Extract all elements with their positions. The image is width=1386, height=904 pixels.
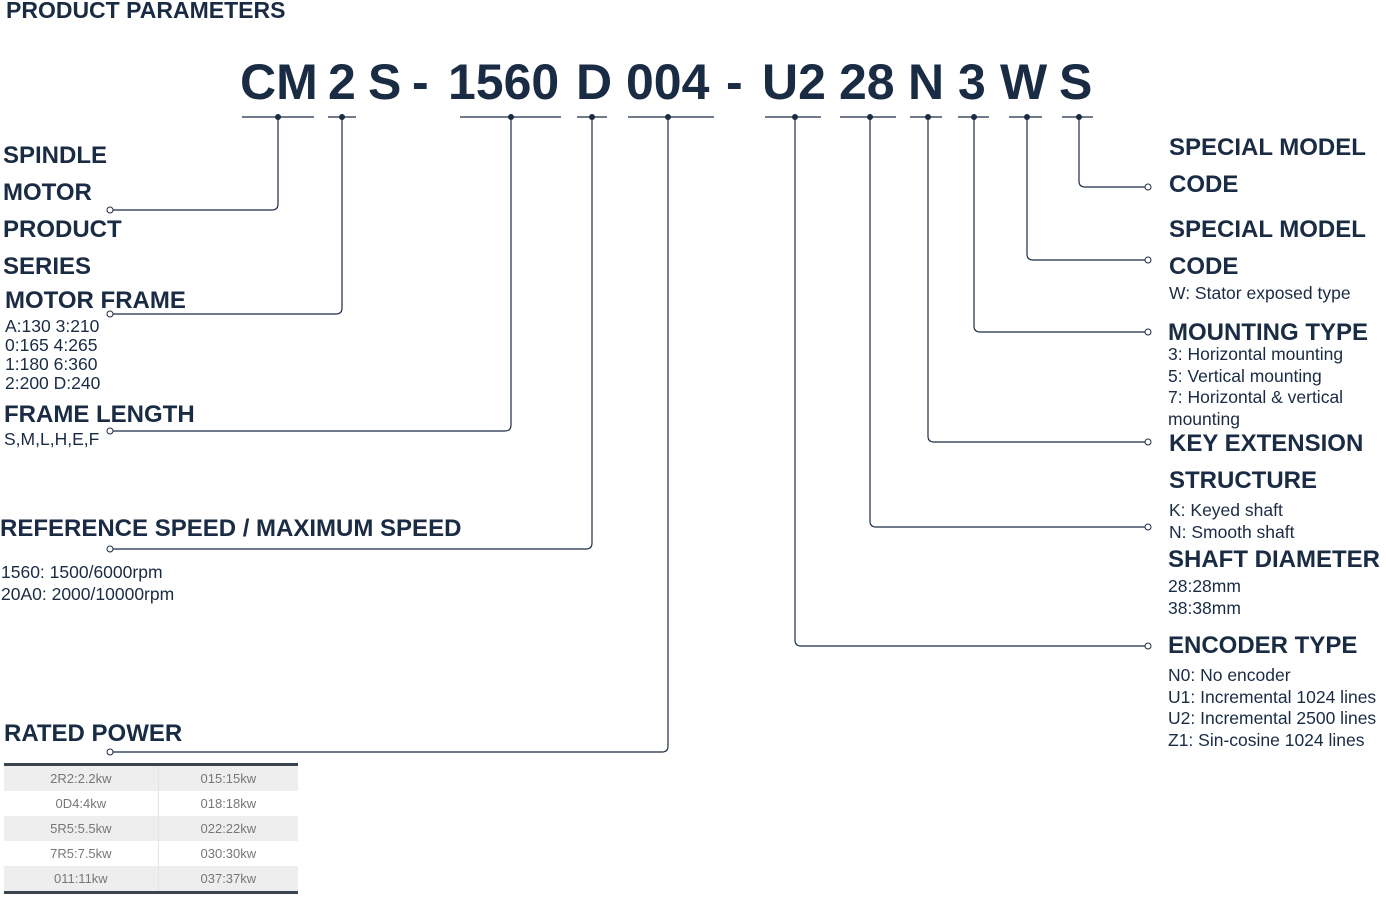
special-model-code-line: CODE — [1169, 171, 1239, 198]
speed-line: 20A0: 2000/10000rpm — [1, 584, 175, 604]
shaft-diameter-line: 28:28mm — [1168, 576, 1241, 596]
code-key: N — [908, 54, 945, 110]
encoder-type-label: ENCODER TYPE N0: No encoder U1: Incremen… — [1168, 627, 1376, 751]
code-dash-1: - — [412, 54, 429, 110]
mounting-type-line: mounting — [1168, 408, 1240, 429]
spindle-line: MOTOR — [3, 179, 92, 206]
stator-code-label: SPECIAL MODEL CODE W: Stator exposed typ… — [1169, 211, 1366, 305]
encoder-type-line: N0: No encoder — [1168, 665, 1291, 685]
key-extension-desc: K: Keyed shaft — [1169, 500, 1283, 520]
encoder-type-heading: ENCODER TYPE — [1168, 632, 1358, 659]
key-extension-line: STRUCTURE — [1169, 467, 1317, 494]
mounting-type-heading: MOUNTING TYPE — [1168, 319, 1369, 346]
motor-frame-values: A:130 3:210 0:165 4:265 1:180 6:360 2:20… — [5, 317, 186, 393]
encoder-type-line: U2: Incremental 2500 lines — [1168, 708, 1377, 728]
table-row: 5R5:5.5kw 022:22kw — [4, 816, 298, 841]
code-dash-2: - — [726, 54, 743, 110]
code-mount: 3 — [958, 54, 986, 110]
table-cell: 5R5:5.5kw — [4, 816, 159, 841]
rated-power-table: 2R2:2.2kw 015:15kw 0D4:4kw 018:18kw 5R5:… — [4, 763, 298, 894]
code-stator: W — [1000, 54, 1048, 110]
motor-frame-line: 2:200 D:240 — [5, 373, 101, 393]
shaft-diameter-line: 38:38mm — [1168, 598, 1241, 618]
code-diameter: 28 — [839, 54, 895, 110]
motor-frame-line: A:130 3:210 — [5, 316, 100, 336]
mounting-type-label: MOUNTING TYPE 3: Horizontal mounting 5: … — [1168, 314, 1368, 430]
table-row: 2R2:2.2kw 015:15kw — [4, 764, 298, 791]
key-extension-label: KEY EXTENSION STRUCTURE K: Keyed shaft N… — [1169, 425, 1363, 543]
stator-code-line: CODE — [1169, 253, 1239, 280]
table-cell: 022:22kw — [158, 816, 298, 841]
mounting-type-line: 3: Horizontal mounting — [1168, 344, 1344, 364]
code-special: S — [1059, 54, 1093, 110]
code-frame: 2 — [328, 54, 356, 110]
frame-length-label: FRAME LENGTH S,M,L,H,E,F — [4, 396, 195, 451]
encoder-type-line: Z1: Sin-cosine 1024 lines — [1168, 729, 1365, 750]
frame-length-values: S,M,L,H,E,F — [4, 429, 100, 449]
stator-code-desc: W: Stator exposed type — [1169, 283, 1351, 303]
motor-frame-heading: MOTOR FRAME — [5, 287, 186, 314]
frame-length-heading: FRAME LENGTH — [4, 401, 195, 428]
spindle-label: SPINDLE MOTOR PRODUCT SERIES — [3, 137, 122, 285]
spindle-line: PRODUCT — [3, 216, 122, 243]
motor-frame-line: 1:180 6:360 — [5, 354, 98, 374]
speed-label: REFERENCE SPEED / MAXIMUM SPEED — [0, 510, 461, 547]
spindle-line: SERIES — [3, 253, 92, 280]
table-cell: 037:37kw — [158, 866, 298, 893]
shaft-diameter-label: SHAFT DIAMETER 28:28mm 38:38mm — [1168, 541, 1380, 619]
table-row: 7R5:7.5kw 030:30kw — [4, 841, 298, 866]
table-cell: 030:30kw — [158, 841, 298, 866]
mounting-type-values: 3: Horizontal mounting 5: Vertical mount… — [1168, 344, 1368, 430]
code-encoder: U2 — [762, 54, 826, 110]
table-cell: 2R2:2.2kw — [4, 764, 159, 791]
code-speed: D — [576, 54, 613, 110]
encoder-type-values: N0: No encoder U1: Incremental 1024 line… — [1168, 665, 1376, 751]
table-cell: 018:18kw — [158, 791, 298, 816]
table-cell: 7R5:7.5kw — [4, 841, 159, 866]
table-row: 011:11kw 037:37kw — [4, 866, 298, 893]
speed-heading: REFERENCE SPEED / MAXIMUM SPEED — [0, 515, 462, 542]
key-extension-values: K: Keyed shaft N: Smooth shaft — [1169, 500, 1363, 543]
code-power: 004 — [626, 54, 710, 110]
speed-values: 1560: 1500/6000rpm 20A0: 2000/10000rpm — [1, 561, 174, 605]
table-cell: 015:15kw — [158, 764, 298, 791]
code-series: S — [368, 54, 402, 110]
key-extension-line: KEY EXTENSION — [1169, 430, 1364, 457]
shaft-diameter-values: 28:28mm 38:38mm — [1168, 575, 1380, 619]
key-extension-desc: N: Smooth shaft — [1169, 521, 1295, 542]
table-cell: 011:11kw — [4, 866, 159, 893]
shaft-diameter-heading: SHAFT DIAMETER — [1168, 546, 1380, 573]
mounting-type-line: 7: Horizontal & vertical — [1168, 387, 1344, 407]
motor-frame-label: MOTOR FRAME A:130 3:210 0:165 4:265 1:18… — [5, 282, 186, 393]
stator-code-line: SPECIAL MODEL — [1169, 216, 1366, 243]
special-model-code-line: SPECIAL MODEL — [1169, 134, 1366, 161]
mounting-type-line: 5: Vertical mounting — [1168, 365, 1322, 386]
table-cell: 0D4:4kw — [4, 791, 159, 816]
special-model-code-label: SPECIAL MODEL CODE — [1169, 129, 1366, 203]
table-row: 0D4:4kw 018:18kw — [4, 791, 298, 816]
code-cm: CM — [240, 54, 318, 110]
encoder-type-line: U1: Incremental 1024 lines — [1168, 686, 1377, 707]
code-length: 1560 — [448, 54, 560, 110]
page-title: PRODUCT PARAMETERS — [6, 0, 286, 23]
speed-line: 1560: 1500/6000rpm — [1, 562, 163, 582]
rated-power-label: RATED POWER — [4, 720, 183, 747]
motor-frame-line: 0:165 4:265 — [5, 335, 98, 355]
spindle-line: SPINDLE — [3, 142, 108, 169]
